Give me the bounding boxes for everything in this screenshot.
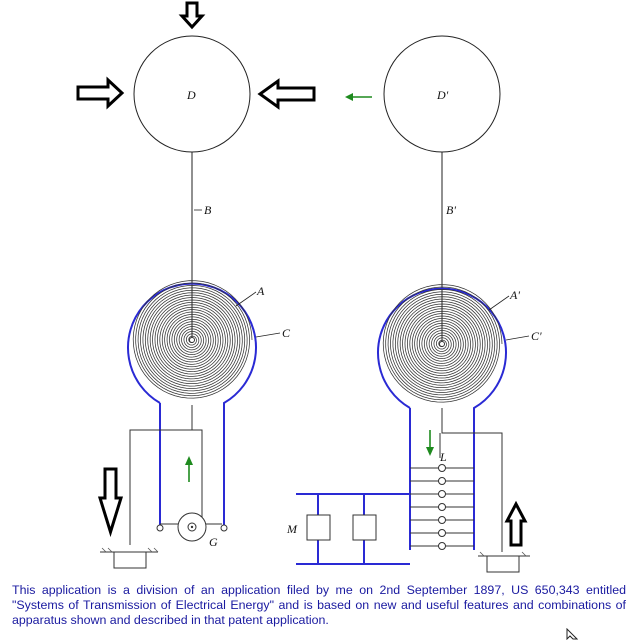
patent-diagram: D B A C G D' B' A' C' L M (76, 1, 542, 573)
caption-text: This application is a division of an app… (12, 583, 626, 627)
arrow-up-outline-icon (504, 500, 528, 547)
motor-m (306, 514, 331, 541)
label-a-leader (235, 291, 257, 307)
lamp (438, 516, 446, 524)
label-c-prime-leader (505, 335, 530, 341)
label-l: L (439, 450, 447, 464)
lamp (438, 503, 446, 511)
spiral-center (439, 341, 445, 347)
lamp (438, 490, 446, 498)
spiral-winding (132, 280, 253, 399)
arrow-down-outline-icon (178, 1, 206, 30)
arrow-down-outline-large-icon (97, 467, 124, 538)
label-c: C (282, 326, 291, 340)
label-d: D (186, 88, 196, 102)
cursor-icon (566, 628, 578, 640)
label-b-prime: B' (446, 203, 456, 217)
lamp (438, 529, 446, 537)
label-a-prime: A' (509, 288, 520, 302)
arrow-left-outline-icon (257, 78, 316, 110)
ground-hatch-left (101, 547, 159, 553)
label-c-prime: C' (531, 329, 542, 343)
ground-hatch-right (479, 551, 527, 557)
label-a-prime-leader (488, 295, 510, 311)
terminal-left-a (156, 524, 164, 532)
lamp-bank-l (410, 464, 474, 550)
lamp (438, 542, 446, 550)
motor-2 (352, 514, 377, 541)
green-arrow-up-icon (185, 456, 193, 482)
terminal-left-b (220, 524, 228, 532)
label-g: G (209, 535, 218, 549)
spiral-center (189, 337, 195, 343)
label-d-prime: D' (436, 88, 449, 102)
ground-lead-right (441, 408, 503, 552)
generator-g-inner (187, 522, 197, 532)
lamp (438, 464, 446, 472)
coil-c-prime (377, 287, 507, 550)
label-b: B (204, 203, 212, 217)
green-arrow-down-icon (426, 430, 434, 456)
spiral-winding (382, 284, 503, 403)
ground-plate-left (113, 551, 147, 569)
coil-a-prime-spiral (382, 284, 503, 403)
label-m: M (286, 522, 298, 536)
coil-c (127, 282, 257, 530)
coil-a-spiral (132, 280, 253, 399)
generator-g-dot (190, 525, 194, 529)
generator-lead (187, 429, 203, 520)
ground-plate-right (486, 555, 520, 573)
green-arrow-left-icon (345, 93, 372, 101)
label-c-leader (255, 332, 281, 338)
arrow-right-outline-icon (76, 76, 125, 110)
label-a: A (256, 284, 265, 298)
lamp (438, 477, 446, 485)
ground-lead-left (129, 405, 193, 545)
